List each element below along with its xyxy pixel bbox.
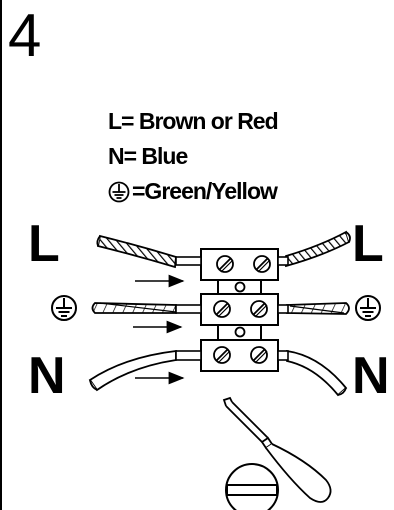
terminal-screw <box>216 255 234 273</box>
legend-live: L= Brown or Red <box>108 108 279 134</box>
earth-ground-icon <box>51 295 77 321</box>
label-live-left: L <box>28 215 60 273</box>
earth-ground-icon <box>108 181 130 202</box>
terminal-screw <box>213 346 231 364</box>
live-wire-left <box>96 234 202 269</box>
neutral-wire-right <box>277 349 348 397</box>
terminal-screw <box>213 300 231 318</box>
neutral-wire-left <box>88 349 202 392</box>
label-live-right: L <box>352 215 384 273</box>
terminal-screw <box>250 346 268 364</box>
earth-wire-right <box>277 302 350 315</box>
label-neutral-right: N <box>352 347 390 405</box>
earth-wire-left <box>91 302 202 314</box>
terminal-screw <box>253 255 271 273</box>
legend-neutral: N= Blue <box>108 143 188 169</box>
screwdriver-icon <box>222 396 332 503</box>
legend-earth-text: =Green/Yellow <box>132 178 278 204</box>
earth-ground-icon <box>355 295 381 321</box>
legend-earth: =Green/Yellow <box>108 178 278 205</box>
step-number: 4 <box>8 2 42 69</box>
insertion-arrows <box>133 274 185 385</box>
terminal-block <box>200 248 279 372</box>
page-left-border <box>0 0 2 510</box>
live-wire-right <box>277 230 351 268</box>
slotted-screw-head-icon <box>225 463 279 510</box>
label-neutral-left: N <box>28 347 66 405</box>
terminal-screw <box>250 300 268 318</box>
